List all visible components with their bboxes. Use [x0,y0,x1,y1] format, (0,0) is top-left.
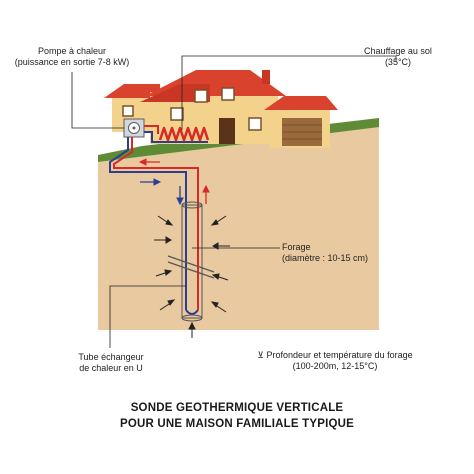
leader-floor-heating [181,55,397,130]
depth-label: ⊻ Profondeur et température du forage (1… [240,350,430,372]
ground-loop-pipes [109,137,199,315]
borehole [167,201,215,322]
depth-icon: ⊻ [257,350,264,360]
borehole-label: Forage (diamètre : 10-15 cm) [282,242,368,264]
heat-arrow [188,321,196,338]
u-tube-label-line1: Tube échangeur [78,352,144,362]
heat-arrow [155,269,173,277]
leader-heat-pump [71,72,124,129]
arrow-down-cold [176,186,184,206]
borehole-label-line2: (diamètre : 10-15 cm) [282,253,369,263]
house [104,70,338,148]
floor-heating-label-line2: (35°C) [384,57,412,67]
heat-arrow [154,236,172,244]
flow-arrows [138,158,210,206]
heat-arrow [210,215,227,226]
depth-label-line1: ⊻ Profondeur et température du forage [240,350,430,361]
depth-label-text: Profondeur et température du forage [266,350,413,360]
u-tube-label: Tube échangeur de chaleur en U [56,352,166,374]
heat-pump-label: Pompe à chaleur (puissance en sortie 7-8… [8,46,136,68]
floor-heating-label: Chauffage au sol (35°C) [350,46,446,68]
title-line1: SONDE GEOTHERMIQUE VERTICALE [130,402,344,414]
heat-arrow [210,301,227,313]
house-pipes [144,125,208,143]
floor-heating-coil [158,126,210,142]
leader-u-tube [109,285,186,348]
leader-lines [71,55,397,348]
arrow-hot-left [138,158,160,166]
arrow-up-hot [202,184,210,204]
depth-label-line2: (100-200m, 12-15°C) [292,361,378,371]
arrow-cold-right [140,178,162,186]
borehole-label-line1: Forage [282,242,311,252]
heat-arrow [212,242,230,250]
heat-pump-unit [123,118,145,138]
heat-arrow [157,215,174,226]
u-tube-label-line2: de chaleur en U [79,363,143,373]
floor-heating-label-line1: Chauffage au sol [364,46,432,56]
heat-pump-label-line2: (puissance en sortie 7-8 kW) [14,57,130,67]
title-line2: POUR UNE MAISON FAMILIALE TYPIQUE [119,418,355,430]
heat-arrow [211,273,229,281]
ground [98,118,379,330]
heat-arrows [154,215,230,338]
heat-pump-label-line1: Pompe à chaleur [37,46,107,56]
heat-arrow [159,299,176,311]
